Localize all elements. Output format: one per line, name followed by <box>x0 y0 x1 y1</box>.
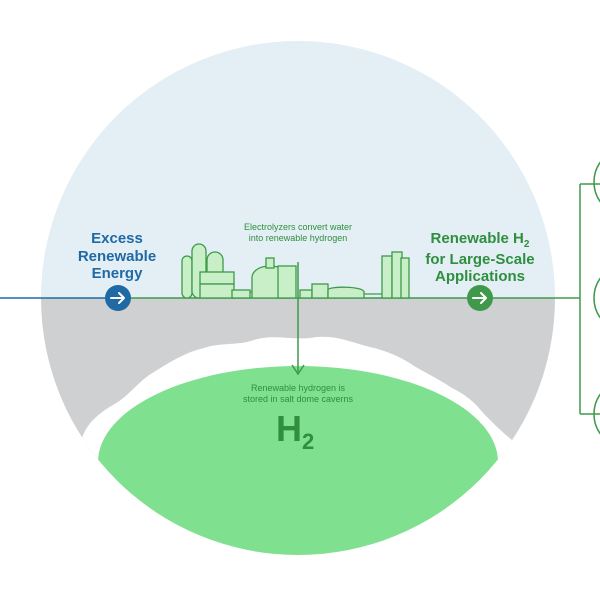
arrow-right-icon <box>467 285 493 311</box>
label-line: Renewable H2 <box>410 230 550 251</box>
electrolyzer-facility <box>181 243 410 299</box>
caption-line: stored in salt dome caverns <box>242 394 354 405</box>
h2-sub: 2 <box>302 429 315 454</box>
renewable-h2-label: Renewable H2 for Large-Scale Application… <box>410 230 550 286</box>
electrolyzers-caption: Electrolyzers convert water into renewab… <box>228 222 368 245</box>
arrow-right-icon <box>105 285 131 311</box>
h2-symbol: H2 <box>276 408 314 455</box>
renewable-h-text: Renewable H <box>430 230 524 247</box>
application-circle-1 <box>593 161 600 203</box>
h2-h: H <box>276 408 302 449</box>
label-line: Renewable <box>77 247 157 265</box>
storage-connector <box>291 262 305 376</box>
label-line: Applications <box>434 268 525 286</box>
caption-line: Renewable hydrogen is <box>250 383 346 393</box>
caption-line: Electrolyzers convert water <box>243 222 353 232</box>
application-circle-3 <box>593 393 600 435</box>
label-line: Excess <box>91 230 143 247</box>
storage-caption: Renewable hydrogen is stored in salt dom… <box>228 383 368 406</box>
label-line: for Large-Scale <box>425 250 535 268</box>
label-line: Energy <box>91 265 143 283</box>
application-circle-2 <box>593 277 600 319</box>
caption-line: into renewable hydrogen <box>248 233 348 244</box>
renewable-h-sub: 2 <box>523 239 530 250</box>
excess-renewable-energy-label: Excess Renewable Energy <box>62 230 172 283</box>
salt-cavern <box>98 366 498 555</box>
applications-bracket <box>579 161 600 435</box>
